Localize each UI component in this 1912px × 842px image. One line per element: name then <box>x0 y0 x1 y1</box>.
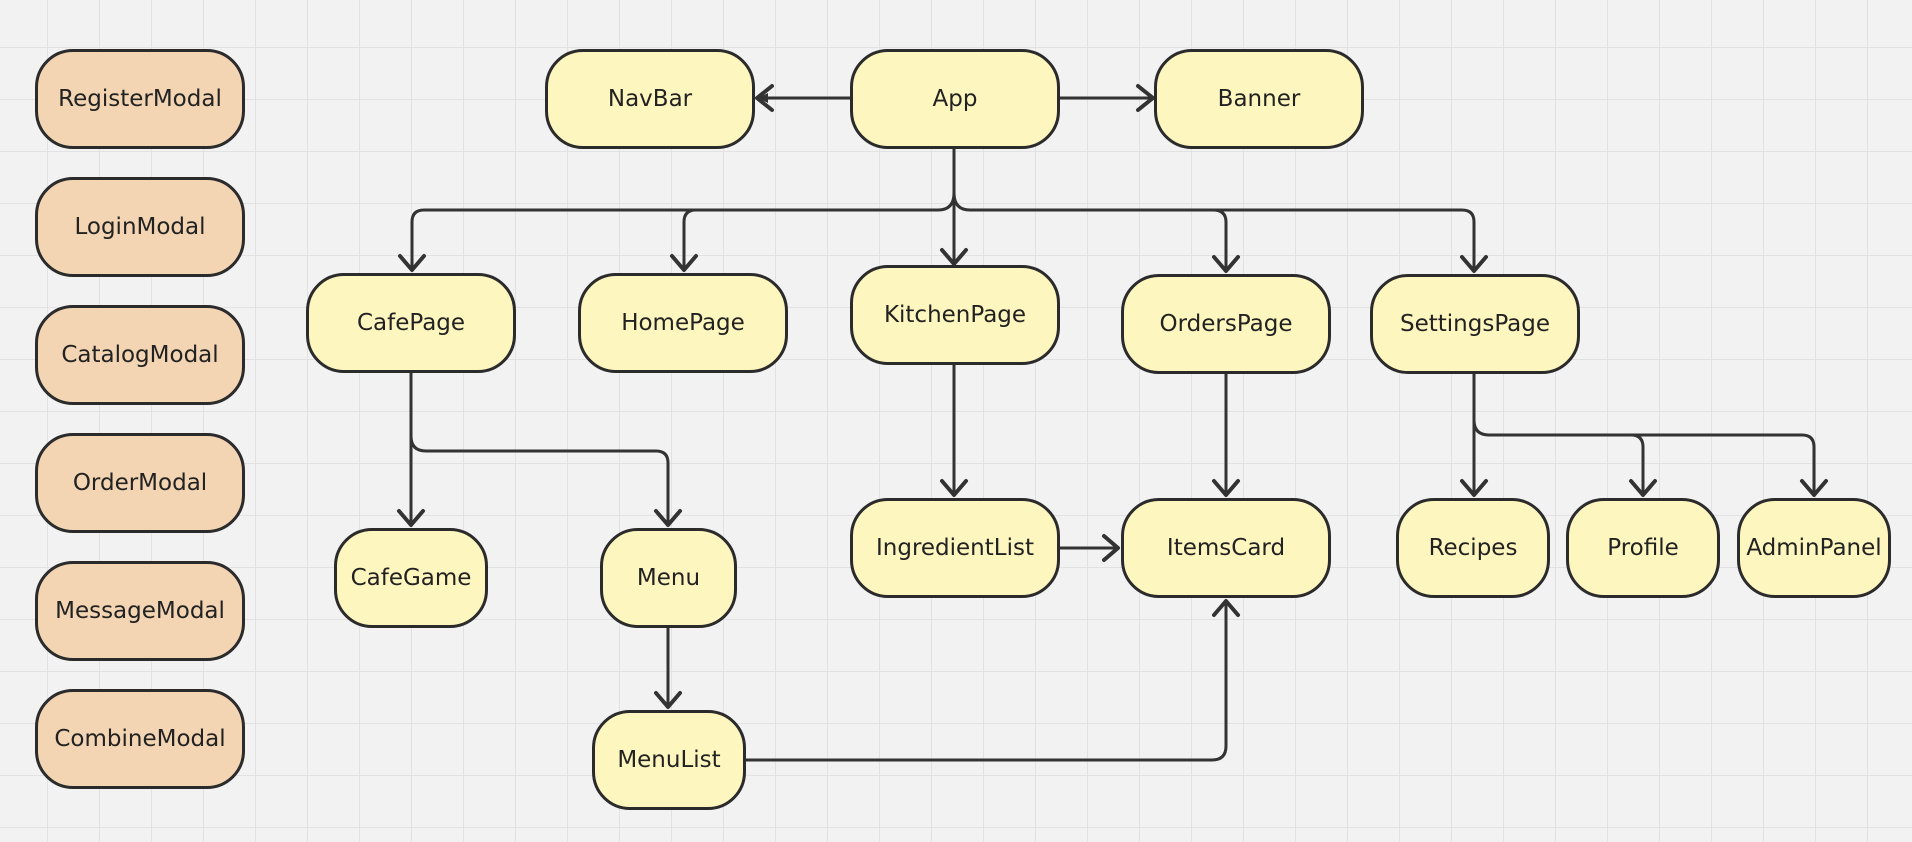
arrowhead-menulist <box>654 691 682 709</box>
arrowhead-itemscard-left <box>1102 534 1120 562</box>
arrowhead-ingredientlist <box>940 479 968 497</box>
arrowhead-settingspage <box>1460 255 1488 273</box>
node-cafegame[interactable]: CafeGame <box>334 528 488 628</box>
edge-app-to-cafepage <box>410 191 956 272</box>
arrowhead-profile <box>1629 479 1657 497</box>
node-menulist[interactable]: MenuList <box>592 710 746 810</box>
edge-settingspage-to-profile <box>1472 418 1645 497</box>
edge-app-to-orderspage <box>952 191 1228 273</box>
arrowhead-itemscard-bottom <box>1212 599 1240 617</box>
node-itemscard[interactable]: ItemsCard <box>1121 498 1331 598</box>
node-menu[interactable]: Menu <box>600 528 737 628</box>
node-ordermodal[interactable]: OrderModal <box>35 433 245 533</box>
arrowhead-orderspage <box>1212 255 1240 273</box>
arrowhead-cafegame <box>397 509 425 527</box>
node-profile[interactable]: Profile <box>1566 498 1720 598</box>
arrowhead-recipes <box>1460 479 1488 497</box>
node-app[interactable]: App <box>850 49 1060 149</box>
node-kitchenpage[interactable]: KitchenPage <box>850 265 1060 365</box>
node-ingredientlist[interactable]: IngredientList <box>850 498 1060 598</box>
edge-menulist-to-itemscard <box>744 599 1228 762</box>
arrowhead-adminpanel <box>1800 479 1828 497</box>
node-homepage[interactable]: HomePage <box>578 273 788 373</box>
node-loginmodal[interactable]: LoginModal <box>35 177 245 277</box>
node-recipes[interactable]: Recipes <box>1396 498 1550 598</box>
node-orderspage[interactable]: OrdersPage <box>1121 274 1331 374</box>
arrowhead-itemscard-top <box>1212 479 1240 497</box>
node-banner[interactable]: Banner <box>1154 49 1364 149</box>
edge-settingspage-to-adminpanel <box>1629 433 1816 497</box>
arrowhead-banner <box>1136 84 1155 112</box>
node-messagemodal[interactable]: MessageModal <box>35 561 245 661</box>
node-registermodal[interactable]: RegisterModal <box>35 49 245 149</box>
edge-app-to-settingspage <box>1211 208 1476 273</box>
node-settingspage[interactable]: SettingsPage <box>1370 274 1580 374</box>
node-cafepage[interactable]: CafePage <box>306 273 516 373</box>
edge-app-to-homepage <box>682 208 698 272</box>
arrowhead-kitchenpage <box>940 248 968 266</box>
node-catalogmodal[interactable]: CatalogModal <box>35 305 245 405</box>
edge-cafepage-to-menu <box>409 434 670 527</box>
arrowhead-navbar <box>755 84 774 112</box>
arrowhead-homepage <box>670 254 698 272</box>
node-navbar[interactable]: NavBar <box>545 49 755 149</box>
node-adminpanel[interactable]: AdminPanel <box>1737 498 1891 598</box>
arrowhead-cafepage <box>398 254 426 272</box>
arrowhead-menu <box>654 509 682 527</box>
node-combinemodal[interactable]: CombineModal <box>35 689 245 789</box>
